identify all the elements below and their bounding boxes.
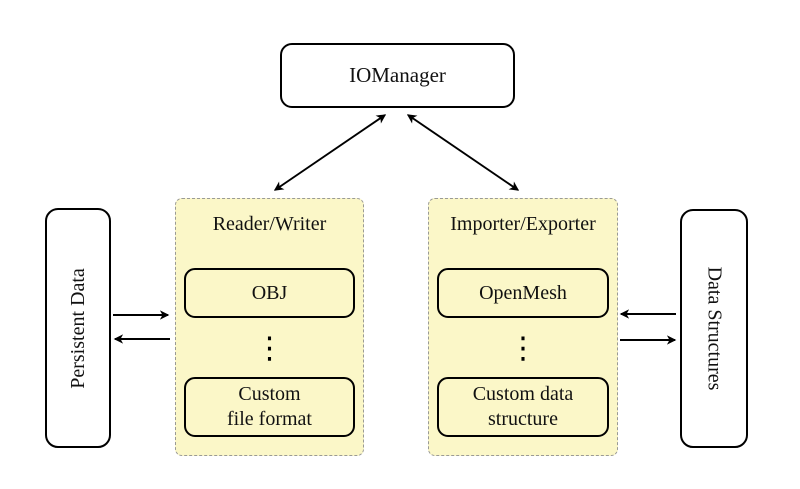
group-importer-exporter: Importer/Exporter OpenMesh ⋮ Custom data… xyxy=(428,198,618,456)
ellipsis-reader-writer: ⋮ xyxy=(254,330,285,366)
node-data-structures-label: Data Structures xyxy=(703,266,726,391)
group-reader-writer: Reader/Writer OBJ ⋮ Custom file format xyxy=(175,198,364,456)
node-iomanager: IOManager xyxy=(280,43,515,108)
node-openmesh: OpenMesh xyxy=(437,268,609,318)
node-iomanager-label: IOManager xyxy=(349,63,446,87)
node-custom-data-structure: Custom data structure xyxy=(437,377,609,437)
edge-iomanager-importerexporter xyxy=(406,114,520,191)
group-importer-exporter-title: Importer/Exporter xyxy=(450,213,596,235)
node-custom-file-format: Custom file format xyxy=(184,377,355,437)
ellipsis-importer-exporter: ⋮ xyxy=(508,330,538,366)
node-openmesh-label: OpenMesh xyxy=(479,281,567,304)
node-obj: OBJ xyxy=(184,268,355,318)
edge-iomanager-readerwriter xyxy=(273,114,387,191)
node-obj-label: OBJ xyxy=(251,281,288,304)
node-custom-file-format-label: Custom file format xyxy=(227,383,312,430)
node-persistent-data: Persistent Data xyxy=(45,208,111,448)
node-data-structures: Data Structures xyxy=(680,209,748,448)
group-reader-writer-title: Reader/Writer xyxy=(212,213,327,235)
node-persistent-data-label: Persistent Data xyxy=(66,267,89,389)
node-custom-data-structure-label: Custom data structure xyxy=(472,383,574,430)
